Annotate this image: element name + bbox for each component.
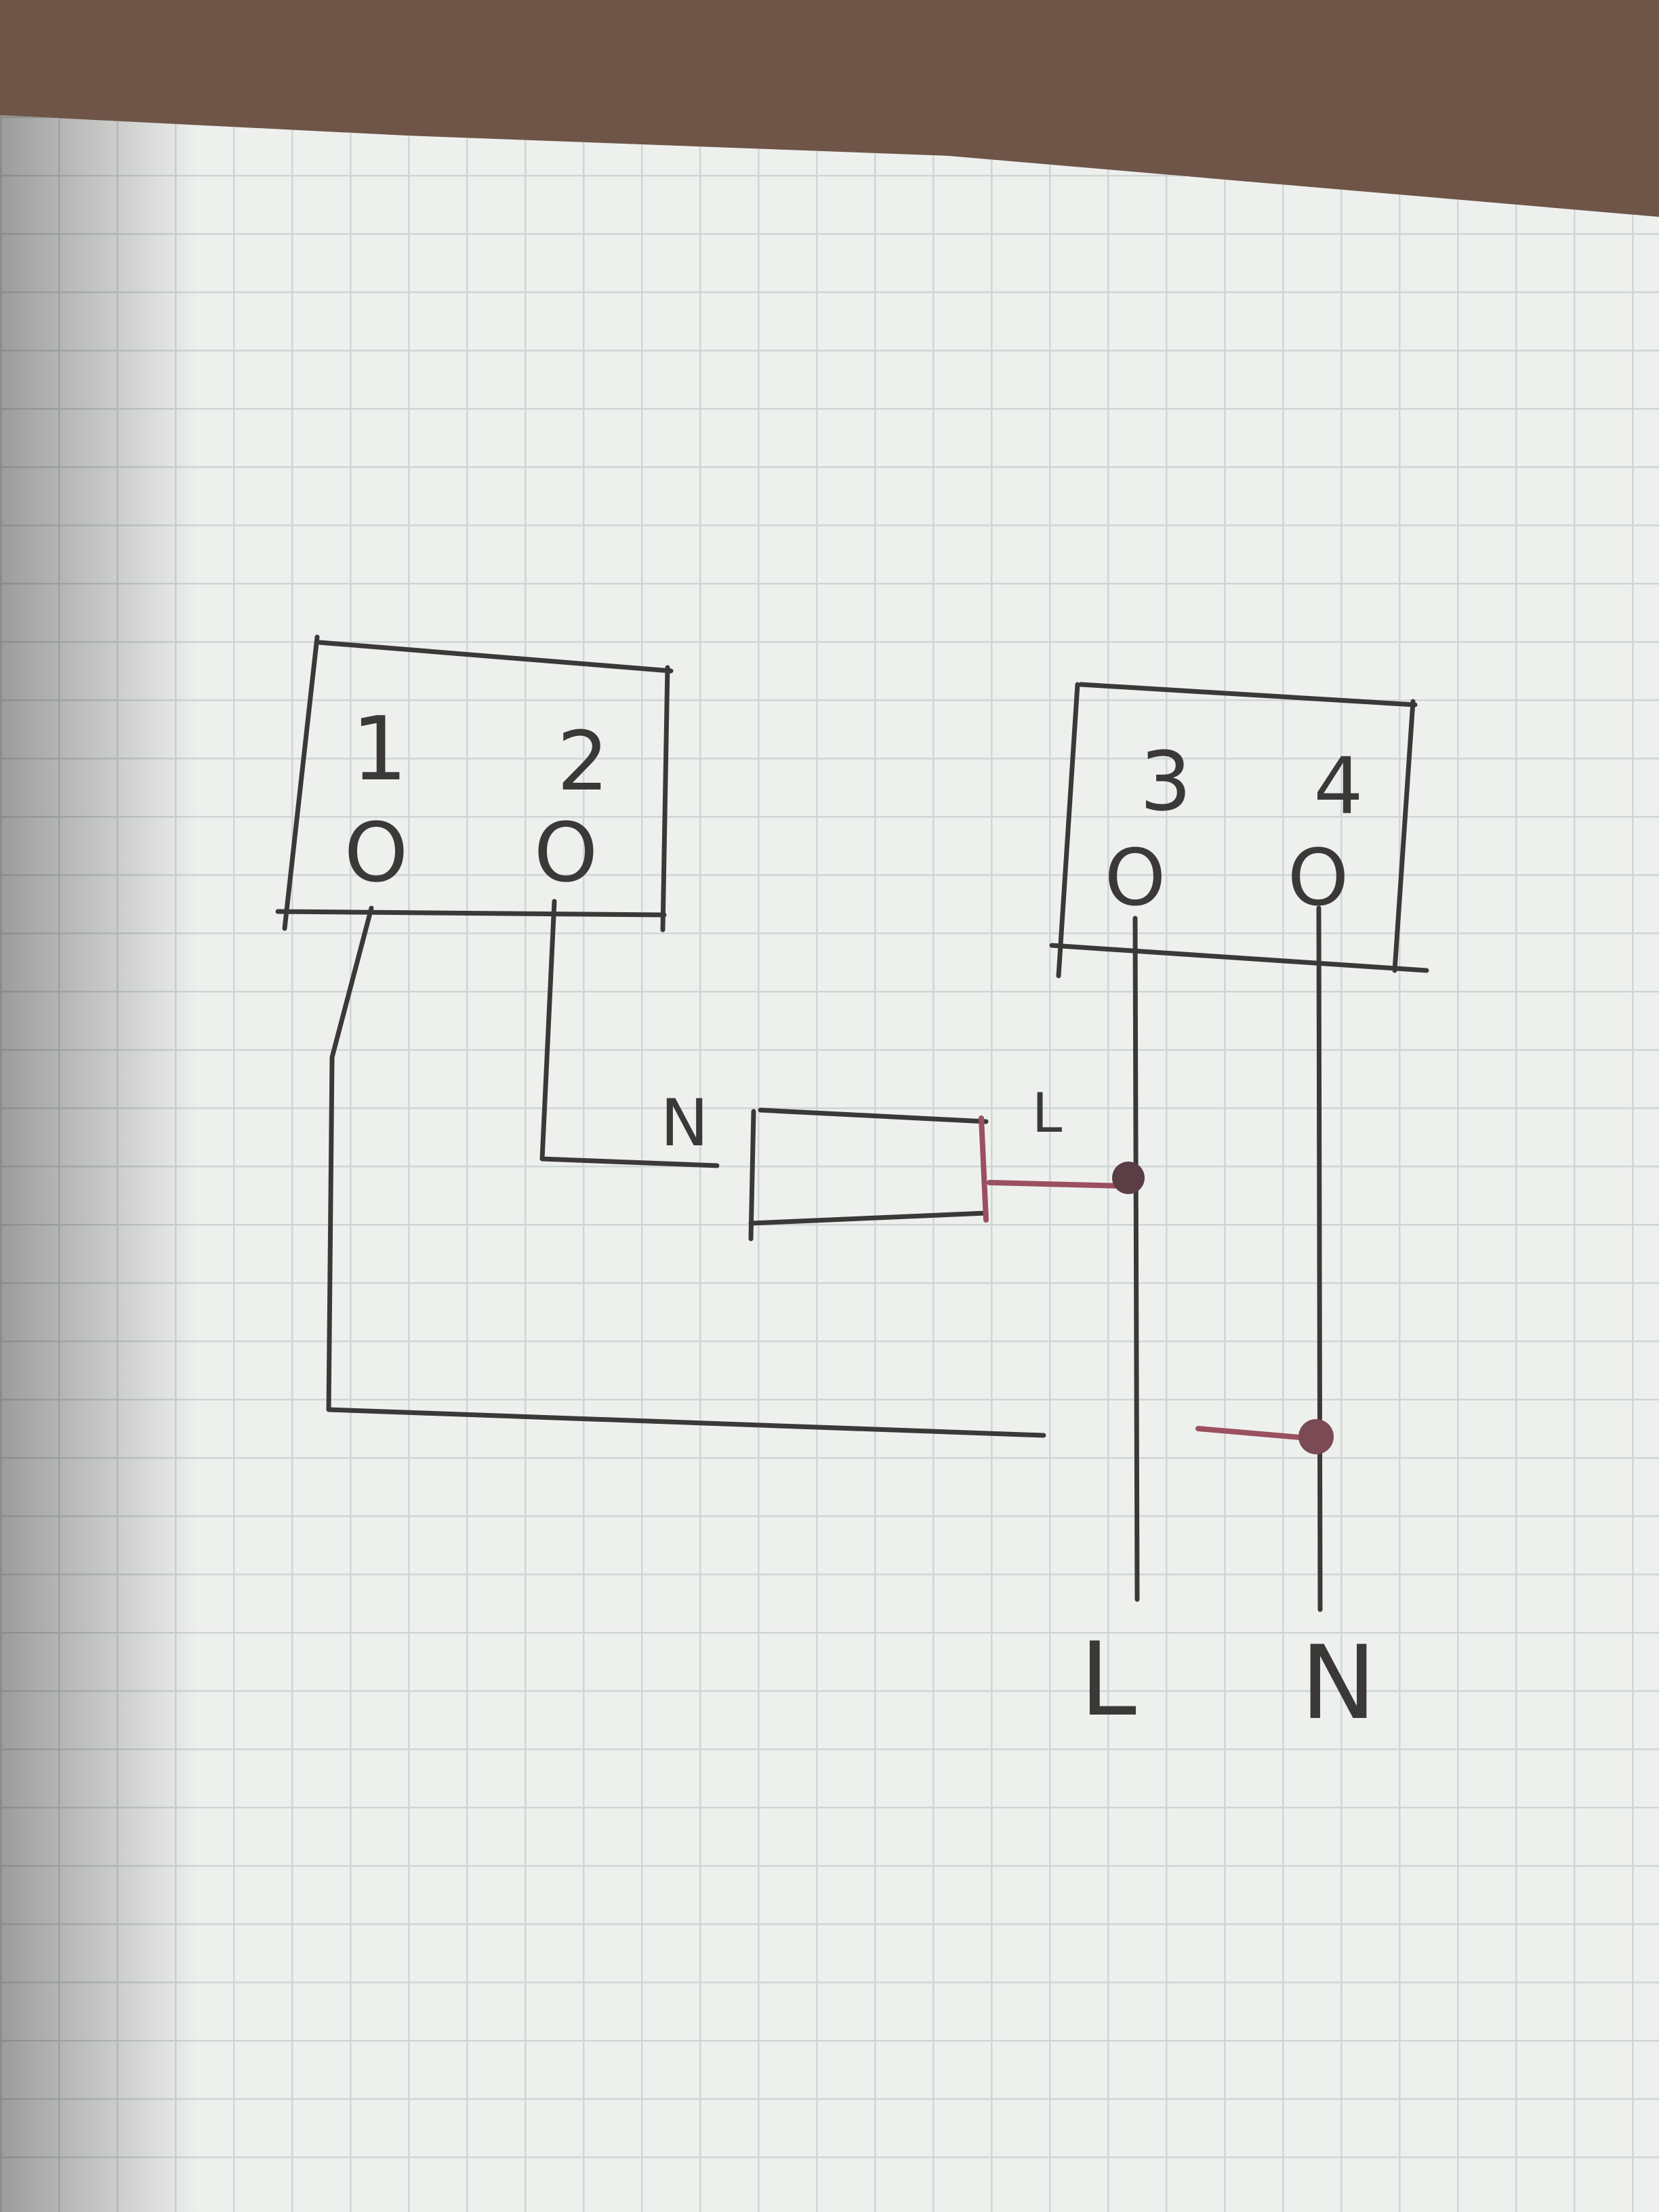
component-live-end	[979, 1115, 989, 1223]
component-neutral-label: N	[660, 1086, 708, 1161]
supply-neutral-label: N	[1300, 1624, 1376, 1742]
terminal-1-screw: O	[344, 806, 408, 901]
terminal-3-number: 3	[1140, 735, 1191, 830]
terminal-4-screw: O	[1288, 833, 1349, 924]
terminal-block-left-outline	[275, 634, 674, 933]
terminal-2-number: 2	[557, 715, 609, 809]
live-junction-dot	[1112, 1162, 1145, 1194]
neutral-junction-lead	[1195, 1426, 1311, 1441]
terminal-block-right-outline	[1049, 682, 1429, 979]
neutral-supply-line	[1316, 905, 1323, 1612]
red-marks	[979, 1115, 1311, 1441]
wire-terminal-1-to-live	[326, 905, 1046, 1438]
terminal-1-number: 1	[352, 697, 408, 800]
paper-shadow	[0, 115, 1659, 2212]
pencil-drawing	[275, 634, 1429, 1612]
component-body	[748, 1107, 989, 1242]
component-live-label: L	[1032, 1082, 1063, 1145]
terminal-block-left	[275, 634, 674, 933]
terminal-3-screw: O	[1105, 833, 1166, 924]
supply-live-label: L	[1080, 1621, 1136, 1739]
wire-terminal-2-to-component	[539, 899, 720, 1168]
live-supply-line	[1132, 916, 1140, 1602]
terminal-4-number: 4	[1313, 741, 1363, 832]
component-live-lead	[987, 1180, 1124, 1189]
terminal-block-right	[1049, 682, 1429, 979]
neutral-junction-dot	[1298, 1419, 1334, 1454]
terminal-2-screw: O	[534, 806, 598, 901]
